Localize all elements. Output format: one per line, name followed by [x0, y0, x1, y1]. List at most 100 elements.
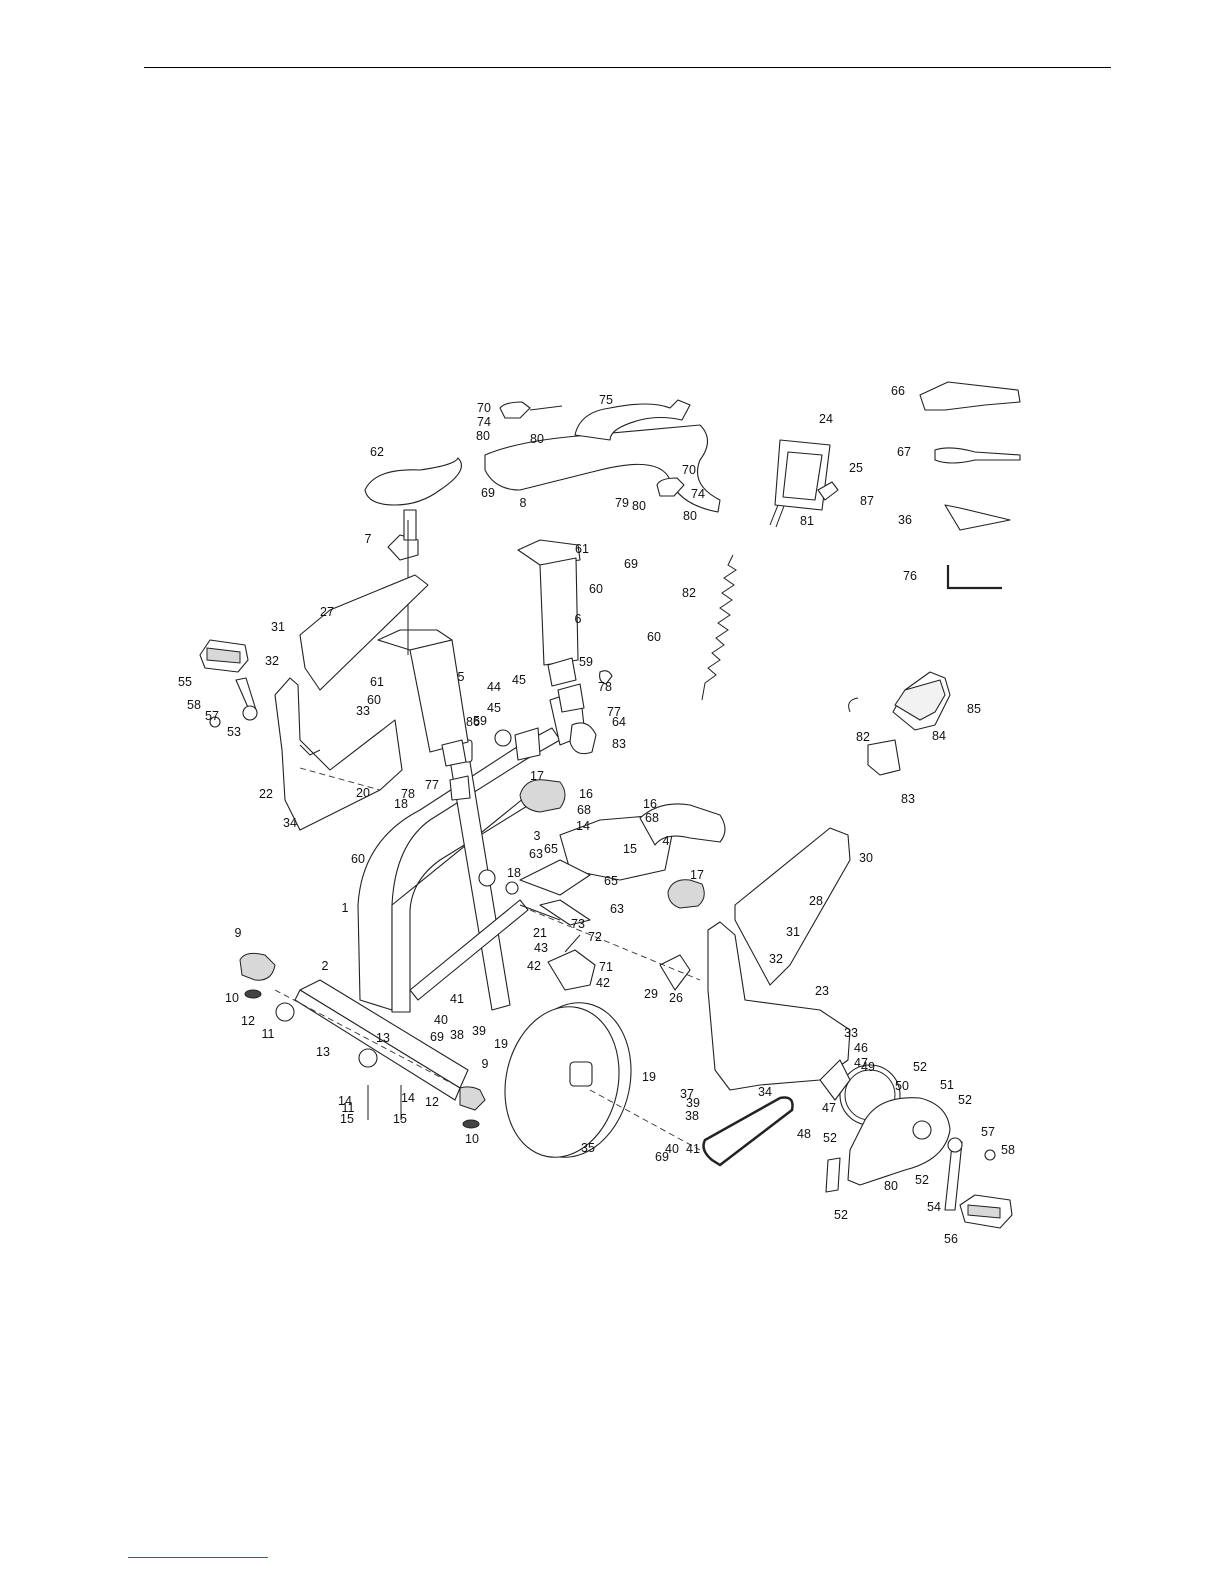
callout-25: 25	[849, 461, 863, 475]
callout-68: 68	[577, 803, 591, 817]
callout-42: 42	[596, 976, 610, 990]
callout-71: 71	[599, 960, 613, 974]
callout-7: 7	[365, 532, 372, 546]
callout-14: 14	[401, 1091, 415, 1105]
callout-67: 67	[897, 445, 911, 459]
callout-32: 32	[265, 654, 279, 668]
callout-60: 60	[647, 630, 661, 644]
left-top-cover-drawing	[299, 574, 429, 691]
callout-40: 40	[434, 1013, 448, 1027]
callout-56: 56	[944, 1232, 958, 1246]
callout-68: 68	[645, 811, 659, 825]
callout-62: 62	[370, 445, 384, 459]
header-rule	[144, 67, 1111, 68]
callout-36: 36	[898, 513, 912, 527]
callout-75: 75	[599, 393, 613, 407]
callout-76: 76	[903, 569, 917, 583]
callout-81: 81	[800, 514, 814, 528]
callout-52: 52	[915, 1173, 929, 1187]
callout-65: 65	[544, 842, 558, 856]
tools-drawing	[919, 381, 1021, 590]
right-side-cover-drawing	[659, 827, 851, 1091]
callout-80: 80	[683, 509, 697, 523]
bottle-holder-drawing	[848, 671, 951, 776]
callout-35: 35	[581, 1141, 595, 1155]
callout-6: 6	[575, 612, 582, 626]
callout-69: 69	[481, 486, 495, 500]
callout-58: 58	[187, 698, 201, 712]
callout-65: 65	[604, 874, 618, 888]
callout-19: 19	[642, 1070, 656, 1084]
handlebar-assembly-drawing	[484, 399, 721, 666]
callout-20: 20	[356, 786, 370, 800]
callout-69: 69	[655, 1150, 669, 1164]
callout-82: 82	[856, 730, 870, 744]
callout-44: 44	[487, 680, 501, 694]
callout-45: 45	[512, 673, 526, 687]
callout-57: 57	[205, 709, 219, 723]
callout-52: 52	[913, 1060, 927, 1074]
flywheel-drawing	[504, 1002, 632, 1158]
callout-10: 10	[465, 1132, 479, 1146]
callout-17: 17	[690, 868, 704, 882]
callout-24: 24	[819, 412, 833, 426]
callout-73: 73	[571, 917, 585, 931]
callout-39: 39	[686, 1096, 700, 1110]
callout-52: 52	[958, 1093, 972, 1107]
left-crank-pedal-drawing	[199, 639, 258, 728]
callout-52: 52	[834, 1208, 848, 1222]
callout-50: 50	[895, 1079, 909, 1093]
callout-47: 47	[822, 1101, 836, 1115]
callout-59: 59	[579, 655, 593, 669]
callout-78: 78	[598, 680, 612, 694]
callout-41: 41	[686, 1142, 700, 1156]
callout-11: 11	[262, 1027, 275, 1041]
callout-61: 61	[370, 675, 384, 689]
footer-link-rule	[128, 1557, 268, 1558]
callout-83: 83	[901, 792, 915, 806]
callout-4: 4	[663, 834, 670, 848]
callout-11: 11	[342, 1101, 355, 1115]
callout-60: 60	[367, 693, 381, 707]
callout-80: 80	[632, 499, 646, 513]
callout-30: 30	[859, 851, 873, 865]
callout-23: 23	[815, 984, 829, 998]
callout-59: 59	[473, 714, 487, 728]
callout-60: 60	[589, 582, 603, 596]
callout-33: 33	[356, 704, 370, 718]
callout-31: 31	[786, 925, 800, 939]
drive-belt-drawing	[702, 1096, 794, 1167]
console-drawing	[769, 439, 839, 528]
callout-43: 43	[534, 941, 548, 955]
callout-37: 37	[680, 1087, 694, 1101]
callout-26: 26	[669, 991, 683, 1005]
tension-spring-drawing	[701, 554, 737, 701]
callout-12: 12	[241, 1014, 255, 1028]
alignment-lines	[274, 767, 701, 1151]
callout-1: 1	[342, 901, 349, 915]
callout-16: 16	[643, 797, 657, 811]
callout-38: 38	[450, 1028, 464, 1042]
callout-64: 64	[612, 715, 626, 729]
callout-8: 8	[520, 496, 527, 510]
part-drawings	[199, 381, 1021, 1229]
callout-34: 34	[758, 1085, 772, 1099]
callout-61: 61	[575, 542, 589, 556]
callout-45: 45	[487, 701, 501, 715]
callout-32: 32	[769, 952, 783, 966]
callout-87: 87	[860, 494, 874, 508]
callout-80: 80	[884, 1179, 898, 1193]
callout-57: 57	[981, 1125, 995, 1139]
callout-70: 70	[682, 463, 696, 477]
callout-28: 28	[809, 894, 823, 908]
callout-49: 49	[861, 1060, 875, 1074]
callout-79: 79	[615, 496, 629, 510]
callout-9: 9	[235, 926, 242, 940]
callout-10: 10	[225, 991, 239, 1005]
callout-29: 29	[644, 987, 658, 1001]
right-crank-pedal-drawing	[944, 1137, 1013, 1229]
base-stabilizer-drawing	[239, 952, 486, 1129]
callout-48: 48	[797, 1127, 811, 1141]
callout-82: 82	[682, 586, 696, 600]
